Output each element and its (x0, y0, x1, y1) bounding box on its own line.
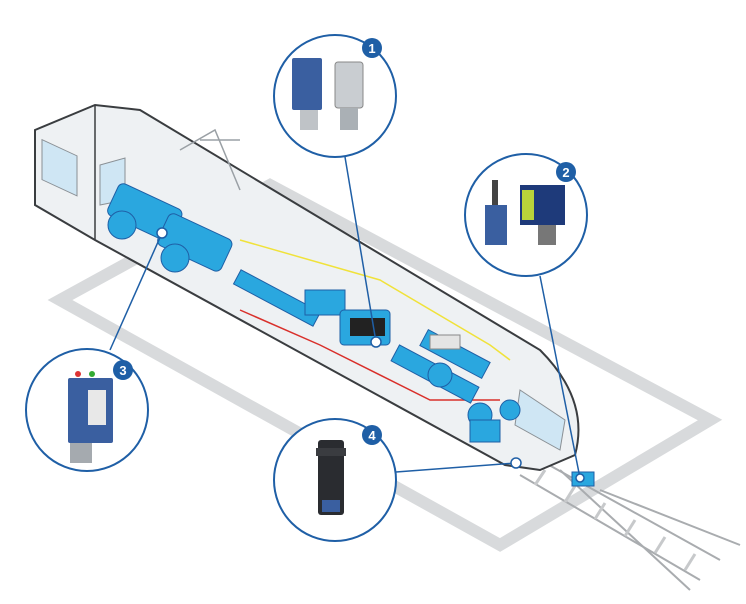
rail-sleepers (533, 469, 697, 571)
callout-2[interactable]: 2 (464, 153, 588, 277)
badge-4 (362, 425, 382, 445)
badge-number: 1 (368, 41, 375, 56)
callout-3[interactable]: 3 (25, 348, 149, 472)
pointer-1 (370, 336, 382, 348)
proximity-sensor-icon (316, 440, 346, 515)
limit-switch-icon (485, 180, 565, 245)
badge-3 (113, 360, 133, 380)
leader-lines (109, 156, 585, 483)
badge-number: 2 (562, 165, 569, 180)
rails (519, 459, 741, 591)
pointer-2 (575, 473, 585, 483)
train (34, 103, 595, 487)
badge-number: 4 (368, 428, 376, 443)
callout-4[interactable]: 4 (273, 418, 397, 542)
badge-number: 3 (119, 363, 126, 378)
pressure-switch-icon (292, 58, 364, 130)
callout-1[interactable]: 1 (273, 34, 397, 158)
pointer-3 (156, 227, 168, 239)
badge-1 (362, 38, 382, 58)
pressure-switch-icon (68, 371, 113, 463)
badge-2 (556, 162, 576, 182)
pointer-4 (510, 457, 522, 469)
